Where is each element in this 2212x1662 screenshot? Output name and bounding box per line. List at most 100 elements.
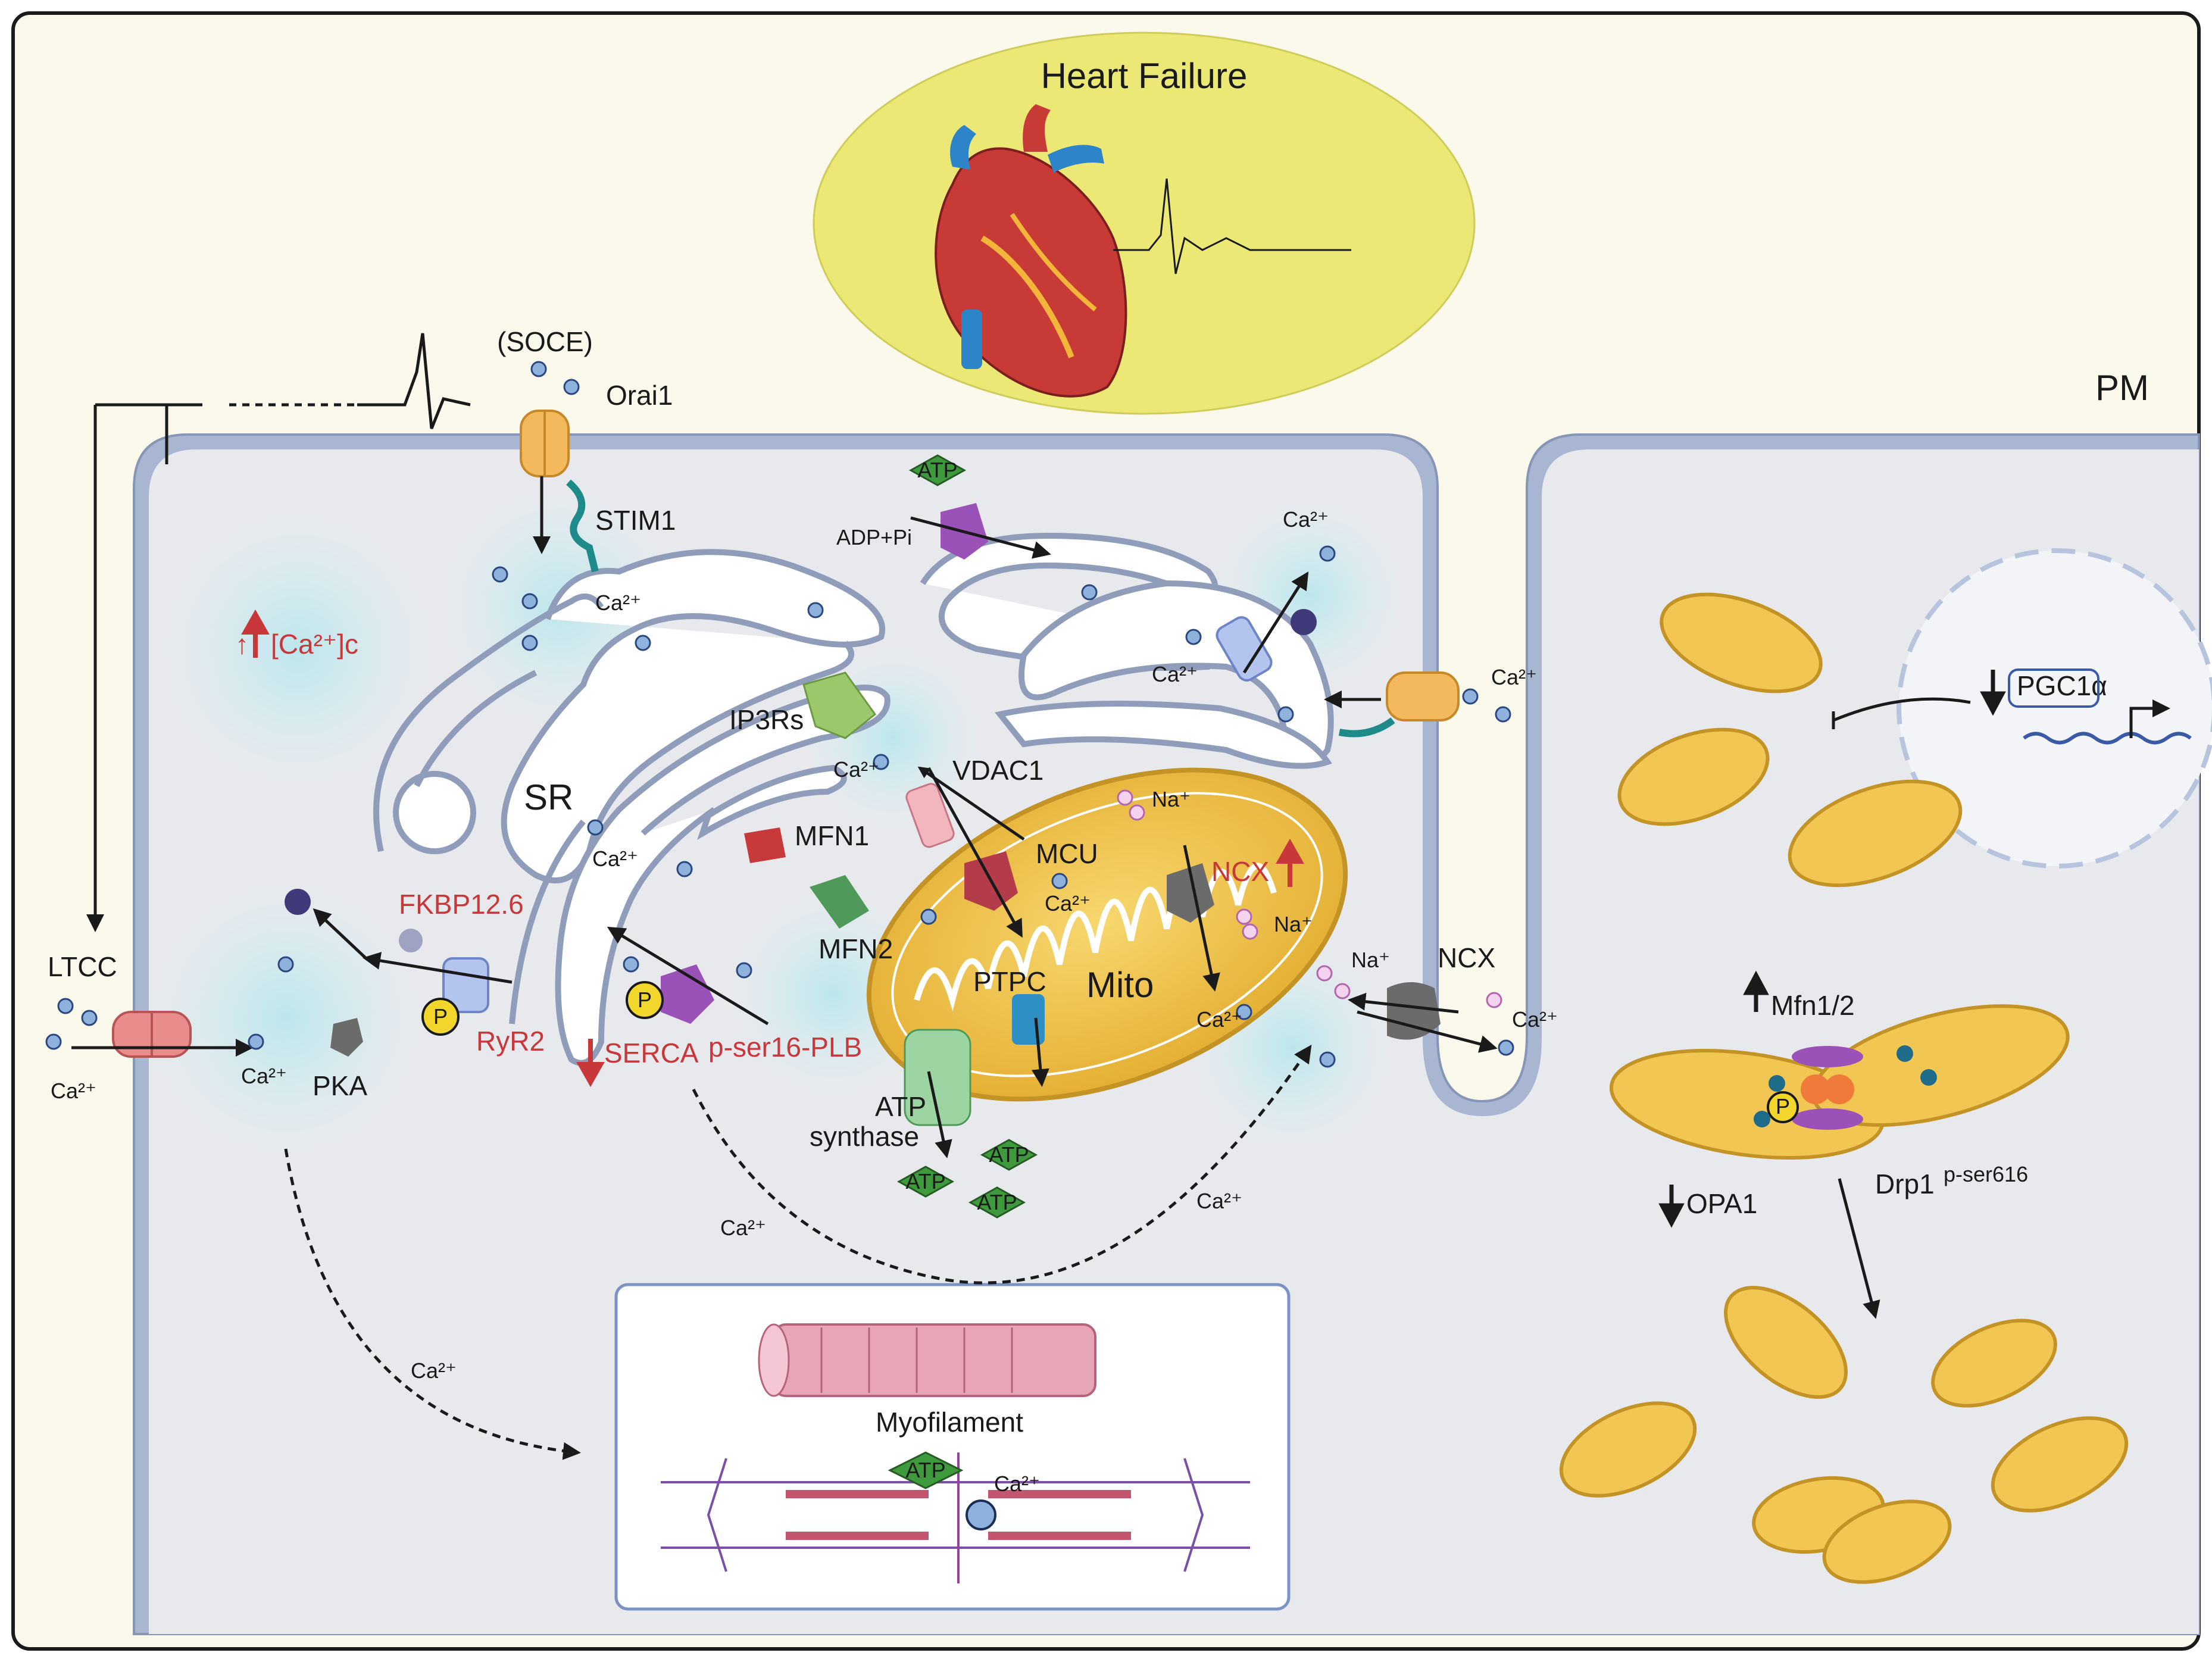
label-pka: PKA: [313, 1070, 367, 1101]
ip3r-channel: [802, 671, 877, 739]
p-label: P: [433, 1004, 448, 1029]
label-ncx: NCX: [1438, 942, 1495, 973]
ncx-pm-exchanger: [1387, 982, 1441, 1040]
label-ptpc: PTPC: [973, 966, 1046, 997]
label-soce: (SOCE): [497, 326, 593, 357]
label-myofilament-ca: Ca²⁺: [994, 1472, 1040, 1496]
ltcc-channel: [112, 1011, 192, 1058]
serca-pump: [661, 964, 714, 1024]
sarcomere: [661, 1452, 1250, 1583]
label-serca: SERCA: [604, 1038, 699, 1069]
ca-label: Ca²⁺: [1045, 891, 1091, 916]
regulator-dot: [1291, 609, 1317, 635]
ca-label: Ca²⁺: [720, 1216, 766, 1240]
orai1-channel: [520, 410, 570, 477]
na-dots: [1117, 789, 1502, 1008]
label-orai1: Orai1: [606, 380, 673, 411]
label-mfn2: MFN2: [818, 933, 893, 964]
sr-vesicle: [393, 771, 476, 854]
ca-label: Ca²⁺: [592, 846, 638, 871]
label-ryr2: RyR2: [476, 1026, 545, 1057]
pka-shape: [330, 1018, 363, 1057]
orai1-right-channel: [1386, 671, 1460, 721]
mitochondrion: [866, 767, 1348, 1102]
label-atp-synthase-1: ATP: [875, 1091, 926, 1122]
label-ca-c: [Ca²⁺]c: [271, 629, 358, 660]
ca-label: Ca²⁺: [1196, 1189, 1242, 1213]
ca-label: Ca²⁺: [1283, 507, 1329, 532]
mito-ncx: [1167, 863, 1214, 923]
atp-label: ATP: [917, 458, 957, 482]
ca-label: Ca²⁺: [1196, 1007, 1242, 1032]
atp-label: ATP: [905, 1169, 945, 1194]
label-mfn12: Mfn1/2: [1771, 990, 1855, 1021]
ca-glow: [149, 881, 423, 1155]
na-label: Na⁺: [1274, 912, 1313, 936]
stim1-protein: [566, 479, 599, 573]
sr-tube: [373, 593, 604, 852]
sr-tube: [509, 819, 586, 1024]
fkbp-dot: [399, 929, 423, 952]
dissociated-fkbp: [285, 889, 311, 915]
mfn1-protein: [744, 827, 786, 863]
arrows: [71, 333, 2170, 1460]
title: Heart Failure: [1041, 56, 1248, 96]
label-ncx-mito: NCX: [1211, 856, 1269, 887]
label-drp1-site: p-ser616: [1944, 1162, 2028, 1186]
stim1-right: [1338, 717, 1395, 738]
ca-ion-myofilament: [966, 1499, 996, 1530]
label-mfn1: MFN1: [795, 820, 869, 851]
sr-tube: [414, 670, 538, 788]
ca-label: Ca²⁺: [1491, 665, 1537, 689]
atp-diamonds: [888, 454, 1038, 1489]
label-mito: Mito: [1086, 965, 1154, 1005]
ca-label: Ca²⁺: [833, 757, 879, 782]
phospho-badges: [421, 981, 1799, 1123]
drp1-complex: [1792, 1046, 1863, 1130]
ip3r-right: [1216, 616, 1273, 682]
label-drp1: Drp1: [1875, 1169, 1935, 1199]
ca-label: Ca²⁺: [1152, 662, 1198, 686]
label-fkbp: FKBP12.6: [399, 889, 524, 920]
mito-dots: [1754, 1045, 1937, 1127]
red-arrows: [241, 609, 1304, 1088]
label-atp-synthase-2: synthase: [810, 1121, 919, 1152]
label-ip3rs: IP3Rs: [729, 704, 804, 735]
ca-label: Ca²⁺: [51, 1079, 96, 1103]
label-ca-c-arrow: ↑: [235, 629, 249, 660]
label-pm: PM: [2095, 368, 2149, 408]
label-adp: ADP+Pi: [836, 525, 912, 549]
na-label: Na⁺: [1351, 948, 1390, 972]
label-plb: p-ser16-PLB: [708, 1032, 862, 1063]
ca-label: Ca²⁺: [241, 1064, 287, 1088]
myofilament-label: Myofilament: [876, 1407, 1023, 1438]
p-label: P: [638, 988, 652, 1012]
myofilament-cylinder: [758, 1323, 1096, 1397]
heart-icon: [935, 104, 1127, 398]
label-mcu: MCU: [1036, 838, 1098, 869]
pgc1a-box: [2008, 668, 2099, 708]
label-stim1: STIM1: [595, 505, 676, 536]
ca-label: Ca²⁺: [1512, 1007, 1558, 1032]
ca-label: Ca²⁺: [411, 1358, 457, 1383]
label-sr: SR: [524, 777, 573, 817]
ptpc-channel: [1012, 994, 1045, 1045]
label-opa1: OPA1: [1686, 1188, 1757, 1219]
vdac1-channel: [905, 783, 955, 848]
dna-strand: [2023, 732, 2192, 745]
atp-synthase-complex: [904, 1029, 971, 1126]
ca-dots: [45, 361, 1514, 1068]
ecg-trace-top: [1113, 178, 1351, 274]
label-vdac1: VDAC1: [952, 755, 1043, 786]
atp-label: ATP: [989, 1142, 1029, 1167]
p-label: P: [1776, 1094, 1790, 1119]
atp-label: ATP: [905, 1458, 945, 1482]
black-indicator-arrows: [1658, 670, 2006, 1228]
mfn2-protein: [810, 875, 869, 929]
ca-label: Ca²⁺: [595, 591, 641, 615]
ca-glow: [161, 512, 435, 786]
mito-right: [1559, 592, 2129, 1584]
nucleus: [1897, 548, 2212, 869]
label-ltcc: LTCC: [48, 951, 117, 982]
